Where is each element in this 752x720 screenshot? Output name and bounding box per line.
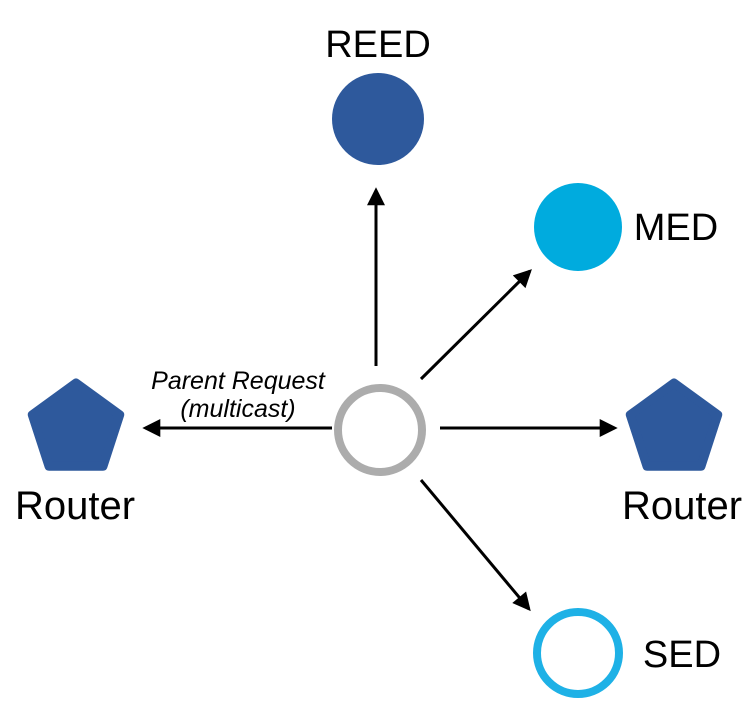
node-sed: SED	[533, 608, 721, 698]
multicast-arrows	[142, 187, 618, 612]
router-right-label: Router	[622, 484, 742, 528]
med-label: MED	[634, 207, 718, 249]
sed-circle-icon	[533, 608, 623, 698]
annotation-line1: Parent Request	[151, 367, 326, 395]
sed-label: SED	[643, 634, 721, 676]
annotation-line2: (multicast)	[180, 395, 295, 423]
joiner-circle-icon	[334, 384, 426, 476]
node-router-left: Router	[15, 378, 135, 528]
arrow-to-sed	[419, 479, 531, 612]
arrow-to-med	[419, 269, 532, 381]
router-right-pentagon-icon	[625, 378, 723, 471]
reed-circle-icon	[332, 73, 424, 165]
router-left-pentagon-icon	[27, 378, 125, 471]
node-reed: REED	[325, 24, 431, 165]
node-med: MED	[534, 183, 718, 271]
node-router-right: Router	[622, 378, 742, 528]
parent-request-annotation: Parent Request (multicast)	[151, 367, 326, 423]
router-left-label: Router	[15, 484, 135, 528]
node-joiner	[334, 384, 426, 476]
reed-label: REED	[325, 24, 431, 66]
med-circle-icon	[534, 183, 622, 271]
